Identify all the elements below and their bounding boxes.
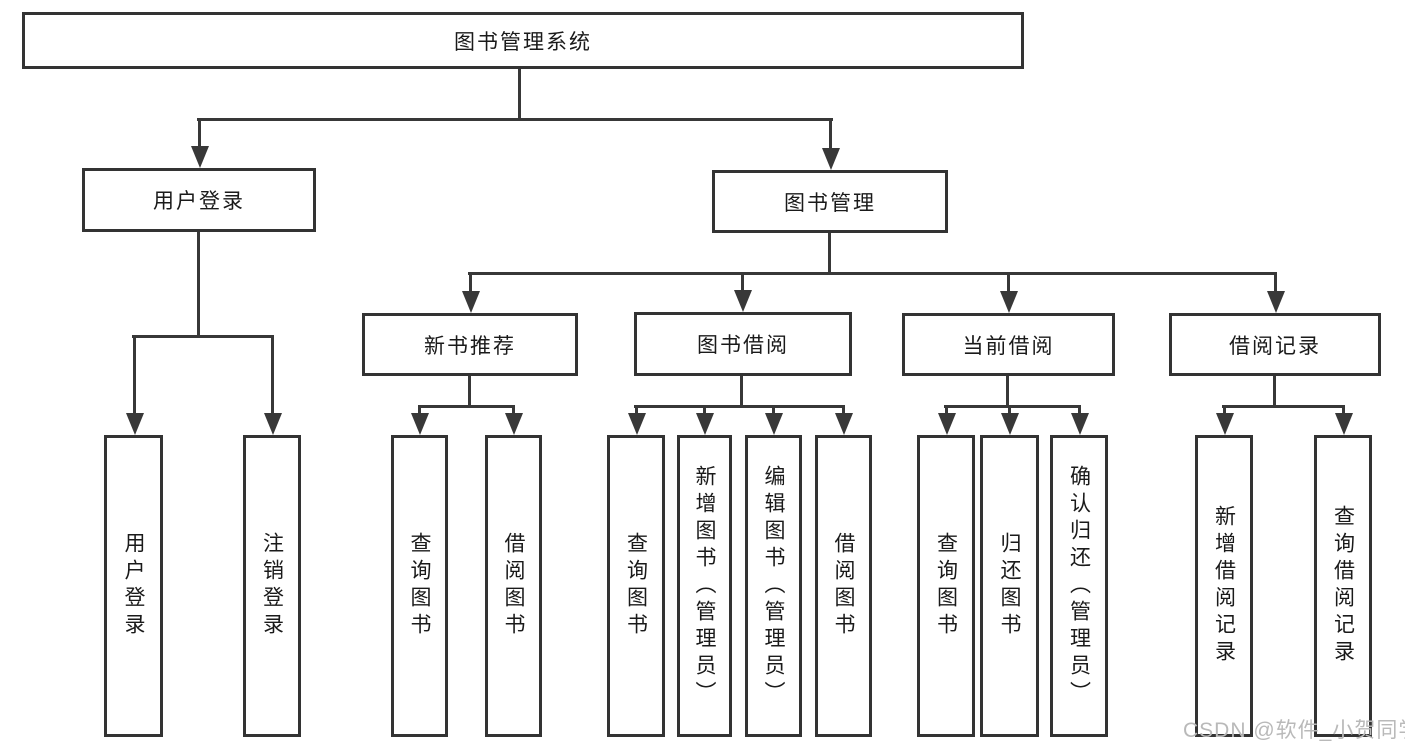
node-book-management: 图书管理 [712,170,948,233]
node-label: 查询图书 [934,532,958,640]
node-label: 图书借阅 [697,334,789,357]
node-label: 注销登录 [260,532,284,640]
node-label: 查询借阅记录 [1331,505,1355,667]
leaf-add-book-admin: 新增图书（管理员） [677,435,732,737]
leaf-query-books-recommend: 查询图书 [391,435,448,737]
edge-line [740,376,743,408]
node-new-book-recommendation: 新书推荐 [362,313,578,376]
node-label: 当前借阅 [962,334,1055,358]
edge-line [468,376,471,408]
node-label: 借阅记录 [1229,334,1321,358]
edge-arrowhead-icon [505,413,523,435]
edge-arrowhead-icon [734,290,752,312]
edge-arrow-shaft [271,335,274,419]
edge-arrowhead-icon [411,413,429,435]
leaf-query-books-borrowing: 查询图书 [607,435,665,737]
edge-arrow-shaft [945,405,948,419]
leaf-add-borrow-record: 新增借阅记录 [1195,435,1253,737]
edge-arrowhead-icon [1071,413,1089,435]
leaf-user-login: 用户登录 [104,435,163,737]
edge-arrowhead-icon [1216,413,1234,435]
node-library-management-system: 图书管理系统 [22,12,1024,69]
edge-arrowhead-icon [1001,413,1019,435]
node-label: 图书管理系统 [454,30,592,54]
edge-line [1273,376,1276,408]
watermark: CSDN @软件_小贺同学 [1183,719,1405,742]
edge-line [418,405,515,408]
edge-arrow-shaft [829,118,832,154]
node-label: 用户登录 [122,532,146,640]
edge-line [1006,376,1009,408]
edge-arrow-shaft [512,405,515,419]
node-label: 图书管理 [784,191,876,215]
edge-arrow-shaft [198,118,201,152]
edge-line [944,405,1081,408]
node-borrowing-records: 借阅记录 [1169,313,1381,376]
leaf-query-books-current: 查询图书 [917,435,975,737]
leaf-confirm-return-admin: 确认归还（管理员） [1050,435,1108,737]
edge-arrow-shaft [1274,272,1277,297]
edge-line [1222,405,1345,408]
edge-arrowhead-icon [938,413,956,435]
node-label: 借阅图书 [832,532,856,640]
leaf-borrow-books-borrowing: 借阅图书 [815,435,872,737]
leaf-borrow-books-recommend: 借阅图书 [485,435,542,737]
node-label: 查询图书 [408,532,432,640]
node-label: 用户登录 [153,190,245,213]
node-label: 新增图书（管理员） [693,464,717,708]
edge-arrow-shaft [418,405,421,419]
node-label: 新增借阅记录 [1212,505,1236,667]
edge-arrow-shaft [1078,405,1081,419]
edge-arrowhead-icon [1335,413,1353,435]
edge-arrowhead-icon [462,291,480,313]
node-current-borrowing: 当前借阅 [902,313,1115,376]
edge-line [634,405,845,408]
node-label: 新书推荐 [424,334,516,358]
node-label: 查询图书 [624,532,648,640]
leaf-edit-book-admin: 编辑图书（管理员） [745,435,802,737]
edge-arrow-shaft [1223,405,1226,419]
edge-arrow-shaft [842,405,845,419]
edge-line [518,69,521,120]
edge-arrow-shaft [133,335,136,419]
node-book-borrowing: 图书借阅 [634,312,852,376]
leaf-return-books: 归还图书 [980,435,1039,737]
leaf-logout: 注销登录 [243,435,301,737]
node-label: 借阅图书 [502,532,526,640]
edge-arrow-shaft [772,405,775,419]
edge-arrowhead-icon [822,148,840,170]
edge-arrowhead-icon [765,413,783,435]
edge-line [132,335,274,338]
edge-arrowhead-icon [126,413,144,435]
node-label: 编辑图书（管理员） [762,464,786,708]
node-label: 确认归还（管理员） [1067,464,1091,708]
edge-arrow-shaft [635,405,638,419]
edge-line [197,232,200,337]
edge-arrow-shaft [469,272,472,297]
edge-arrow-shaft [741,272,744,296]
edge-arrowhead-icon [1000,291,1018,313]
edge-arrowhead-icon [264,413,282,435]
edge-line [828,233,831,274]
node-label: 归还图书 [998,532,1022,640]
edge-arrowhead-icon [696,413,714,435]
edge-line [468,272,1277,275]
node-user-login: 用户登录 [82,168,316,232]
edge-arrow-shaft [703,405,706,419]
edge-arrowhead-icon [835,413,853,435]
edge-line [197,118,833,121]
edge-arrowhead-icon [191,146,209,168]
edge-arrowhead-icon [1267,291,1285,313]
edge-arrow-shaft [1342,405,1345,419]
leaf-query-borrow-record: 查询借阅记录 [1314,435,1372,737]
edge-arrow-shaft [1008,405,1011,419]
edge-arrowhead-icon [628,413,646,435]
edge-arrow-shaft [1007,272,1010,297]
